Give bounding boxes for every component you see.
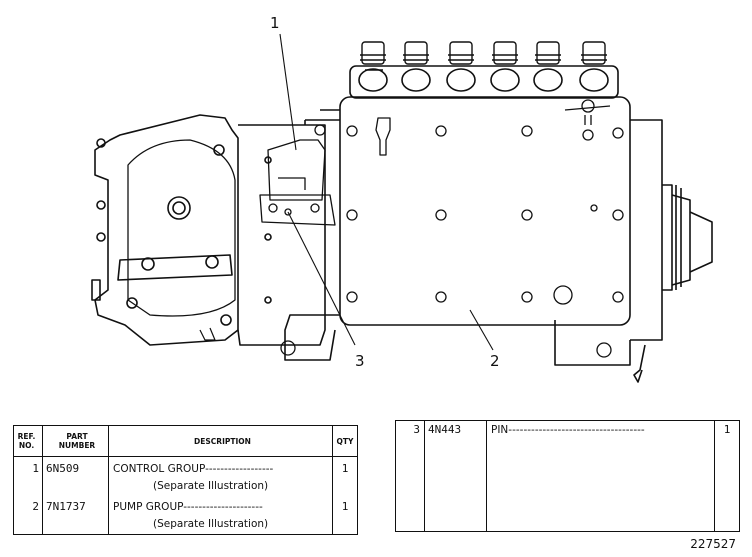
table-header-row: REF. NO. PART NUMBER DESCRIPTION QTY: [13, 425, 358, 457]
description: CONTROL GROUP: [113, 463, 206, 475]
ref-no: 1: [32, 462, 39, 475]
bleed-fitting: [375, 99, 611, 156]
description-note: (Separate Illustration): [153, 480, 269, 492]
parts-list-table-left: REF. NO. PART NUMBER DESCRIPTION QTY 1 2…: [13, 425, 358, 535]
qty: 1: [341, 462, 349, 475]
part-number: 4N443: [428, 423, 462, 436]
description: PUMP GROUP: [113, 501, 184, 513]
table-row: 3 4N443 PIN-----------------------------…: [395, 420, 740, 532]
fuel-injection-pump-drawing: [91, 33, 713, 383]
ref-no: 3: [413, 423, 420, 436]
pump-housing: [284, 96, 663, 366]
callout-3: 3: [355, 352, 365, 370]
rack-cover: [259, 124, 336, 226]
governor-housing: [91, 114, 326, 346]
leader-lines: [279, 33, 494, 351]
drive-end: [633, 184, 713, 383]
parts-list-table-right: 3 4N443 PIN-----------------------------…: [395, 420, 740, 532]
qty-header: QTY: [332, 425, 358, 457]
qty: 1: [723, 423, 731, 436]
ref-no-header: REF. NO.: [13, 425, 43, 457]
illustration-number: 227527: [690, 537, 736, 551]
description: PIN: [491, 424, 509, 436]
callout-1: 1: [270, 14, 280, 32]
housing-bolts: [280, 125, 624, 358]
part-number-header: PART NUMBER: [42, 425, 109, 457]
leader-dashes: ------------------------------------: [508, 424, 645, 436]
callout-2: 2: [490, 352, 500, 370]
part-number: 7N1737: [46, 500, 86, 513]
delivery-valve-row: [349, 41, 619, 99]
qty: 1: [341, 500, 349, 513]
description-header: DESCRIPTION: [108, 425, 333, 457]
ref-no: 2: [32, 500, 39, 513]
part-number: 6N509: [46, 462, 80, 475]
leader-dashes: ---------------------: [183, 501, 263, 513]
leader-dashes: ------------------: [205, 463, 274, 475]
table-row: 1 2 6N509 7N1737 CONTROL GROUP----------…: [13, 456, 358, 535]
description-note: (Separate Illustration): [153, 518, 269, 530]
